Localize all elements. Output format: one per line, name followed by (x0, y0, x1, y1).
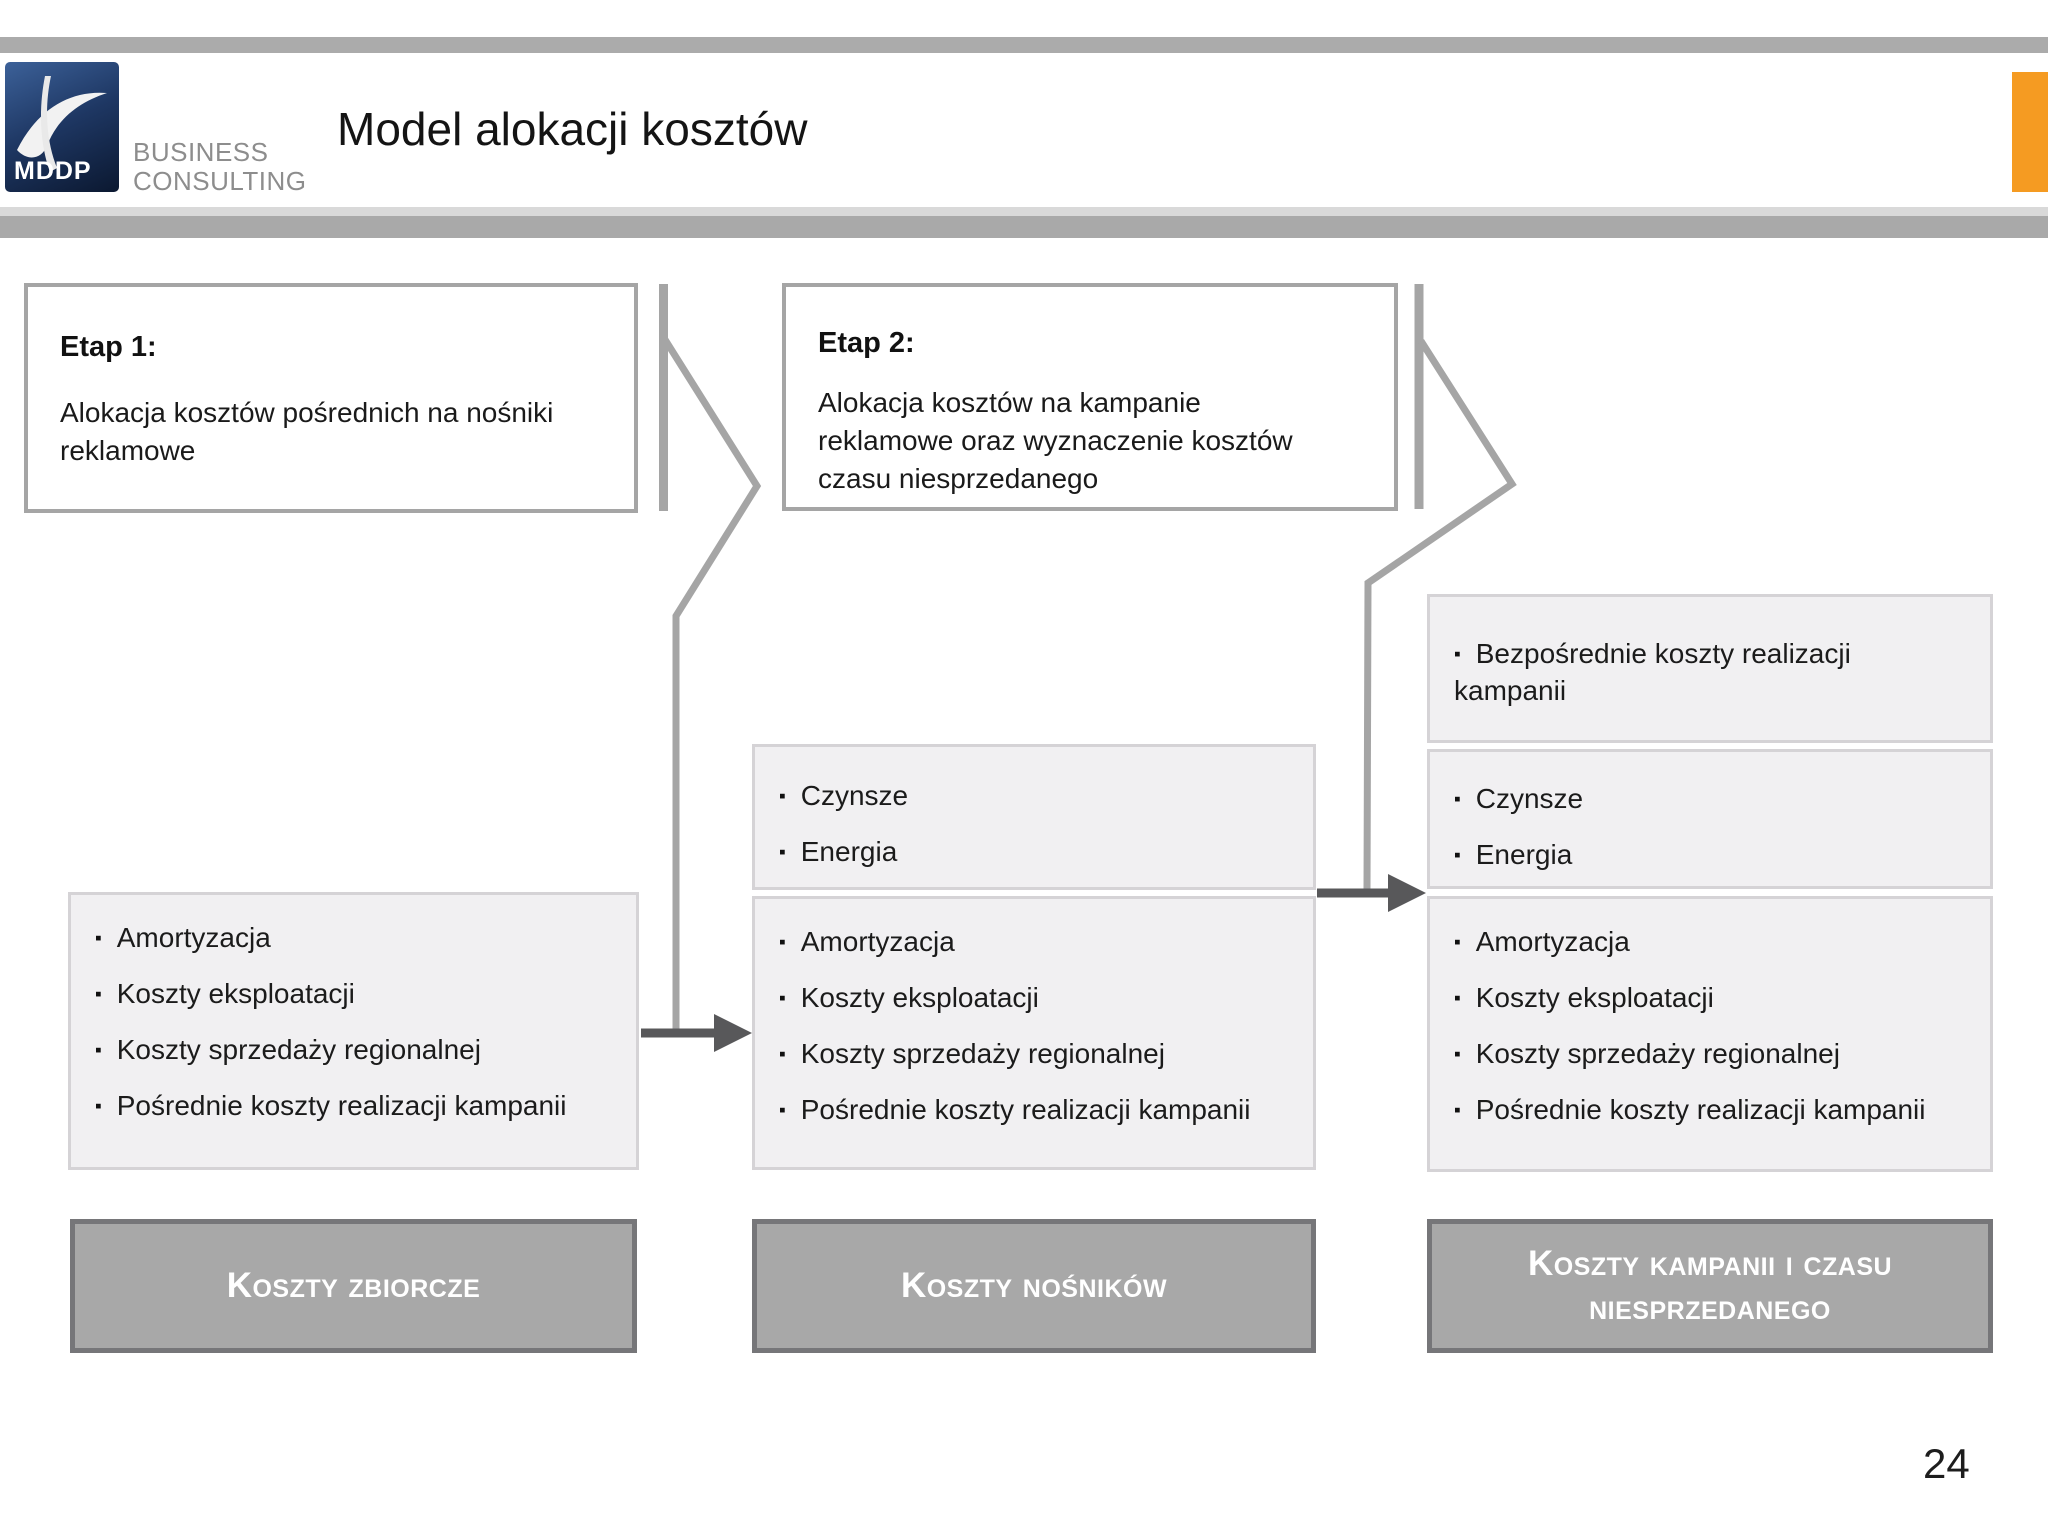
stage-2-box: Etap 2: Alokacja kosztów na kampanie rek… (782, 283, 1398, 511)
col1-cost-list-box: ▪Amortyzacja ▪Koszty eksploatacji ▪Koszt… (68, 892, 639, 1170)
square-bullet-icon: ▪ (779, 786, 786, 807)
tagline-line-2: CONSULTING (133, 166, 307, 196)
list-item: ▪Bezpośrednie koszty realizacji kampanii (1454, 638, 1851, 706)
mddp-logo: MDDP (5, 62, 119, 192)
arrow-carriers-to-campaigns (1317, 874, 1426, 912)
stage-1-box: Etap 1: Alokacja kosztów pośrednich na n… (24, 283, 638, 513)
tagline-line-1: BUSINESS (133, 137, 269, 167)
list-item: ▪Czynsze (779, 780, 909, 811)
stage-2-label: Etap 2: (818, 327, 915, 359)
list-item: ▪Koszty eksploatacji (95, 978, 355, 1009)
col2-cost-list-box: ▪Amortyzacja ▪Koszty eksploatacji ▪Koszt… (752, 896, 1316, 1170)
col3-cost-list-box: ▪Amortyzacja ▪Koszty eksploatacji ▪Koszt… (1427, 896, 1993, 1172)
square-bullet-icon: ▪ (95, 984, 102, 1005)
stage-1-chevron-connector (661, 336, 762, 1030)
square-bullet-icon: ▪ (1454, 1044, 1461, 1065)
square-bullet-icon: ▪ (1454, 932, 1461, 953)
list-item: ▪Koszty sprzedaży regionalnej (779, 1038, 1165, 1069)
square-bullet-icon: ▪ (1454, 845, 1461, 866)
stage-1-description: Alokacja kosztów pośrednich na nośniki r… (60, 397, 554, 466)
logo-brand-text: MDDP (14, 157, 92, 185)
col3-direct-costs-box: ▪Bezpośrednie koszty realizacji kampanii (1427, 594, 1993, 743)
list-item: ▪Pośrednie koszty realizacji kampanii (1454, 1094, 1926, 1125)
square-bullet-icon: ▪ (1454, 988, 1461, 1009)
orange-accent-block (2012, 72, 2048, 192)
square-bullet-icon: ▪ (779, 988, 786, 1009)
square-bullet-icon: ▪ (95, 1040, 102, 1061)
logo-tagline: BUSINESS CONSULTING (133, 138, 307, 196)
square-bullet-icon: ▪ (95, 1096, 102, 1117)
square-bullet-icon: ▪ (779, 842, 786, 863)
page-title: Model alokacji kosztów (337, 103, 808, 155)
square-bullet-icon: ▪ (95, 928, 102, 949)
col2-media-costs-box: ▪Czynsze ▪Energia (752, 744, 1316, 890)
col3-media-costs-box: ▪Czynsze ▪Energia (1427, 749, 1993, 889)
square-bullet-icon: ▪ (779, 1044, 786, 1065)
mddp-swoosh-icon (17, 76, 107, 172)
col2-category-label: Koszty nośników (752, 1219, 1316, 1353)
top-divider-bar (0, 37, 2048, 53)
stage-1-label: Etap 1: (60, 331, 157, 363)
square-bullet-icon: ▪ (1454, 644, 1461, 665)
page-number: 24 (1923, 1440, 1970, 1487)
stage-2-description: Alokacja kosztów na kampanie reklamowe o… (818, 387, 1293, 494)
square-bullet-icon: ▪ (1454, 789, 1461, 810)
list-item: ▪Energia (1454, 839, 1573, 870)
square-bullet-icon: ▪ (779, 1100, 786, 1121)
square-bullet-icon: ▪ (1454, 1100, 1461, 1121)
list-item: ▪Czynsze (1454, 783, 1584, 814)
list-item: ▪Pośrednie koszty realizacji kampanii (779, 1094, 1251, 1125)
list-item: ▪Koszty sprzedaży regionalnej (1454, 1038, 1840, 1069)
square-bullet-icon: ▪ (779, 932, 786, 953)
list-item: ▪Pośrednie koszty realizacji kampanii (95, 1090, 567, 1121)
list-item: ▪Amortyzacja (779, 926, 955, 957)
list-item: ▪Energia (779, 836, 898, 867)
arrow-collective-to-carriers (641, 1014, 752, 1052)
list-item: ▪Koszty eksploatacji (779, 982, 1039, 1013)
list-item: ▪Koszty sprzedaży regionalnej (95, 1034, 481, 1065)
list-item: ▪Koszty eksploatacji (1454, 982, 1714, 1013)
header-divider-bar (0, 207, 2048, 238)
col1-category-label: Koszty zbiorcze (70, 1219, 637, 1353)
arrow-2-head-icon (1388, 874, 1426, 912)
col3-category-label: Koszty kampanii i czasu niesprzedanego (1427, 1219, 1993, 1353)
arrow-1-head-icon (714, 1014, 752, 1052)
list-item: ▪Amortyzacja (1454, 926, 1630, 957)
list-item: ▪Amortyzacja (95, 922, 271, 953)
